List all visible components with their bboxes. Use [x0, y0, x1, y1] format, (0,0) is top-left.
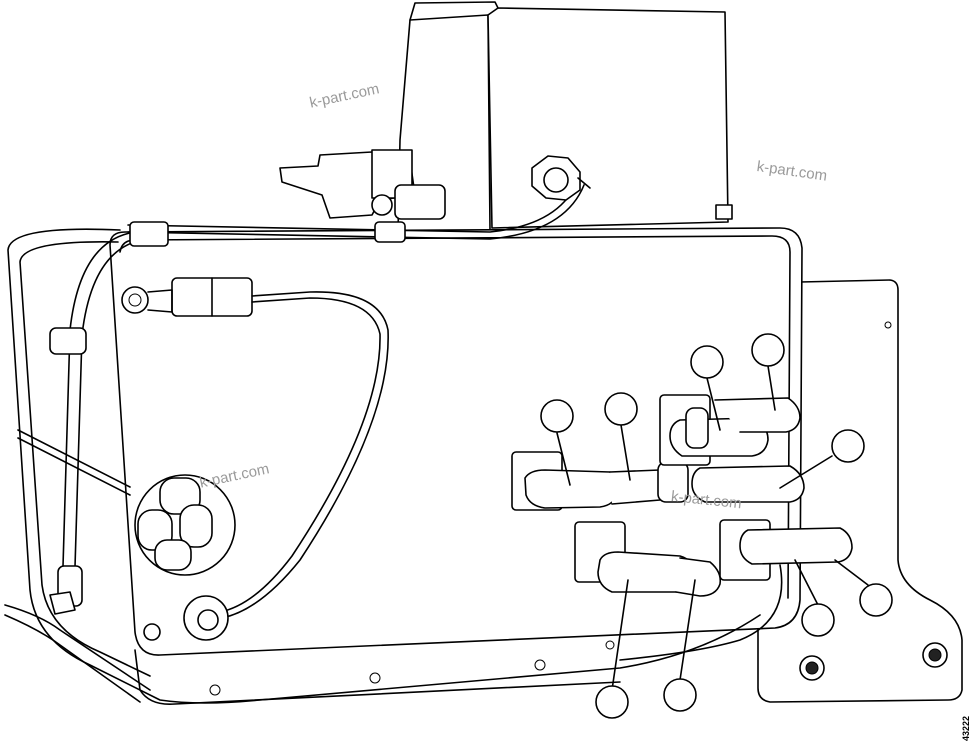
callout-circle — [540, 399, 574, 433]
base-hole-2 — [369, 672, 381, 684]
valve-nut — [371, 194, 393, 216]
bracket-bolt-right-center — [928, 648, 942, 662]
bracket-hole — [884, 321, 892, 329]
hose-e — [739, 527, 853, 565]
reservoir-right-box — [487, 7, 729, 229]
bracket-bolt-left-center — [805, 661, 819, 675]
pump-fitting-4 — [154, 539, 192, 571]
callout-circle — [831, 429, 865, 463]
tube-clamp-lower-nut — [49, 591, 76, 615]
main-plate — [109, 227, 803, 656]
base-hole-4 — [605, 640, 615, 650]
hydraulic-unit-diagram — [4, 1, 963, 719]
ground-stud-lug — [147, 289, 173, 313]
callout-circle — [751, 333, 785, 367]
left-frame — [7, 228, 761, 704]
callout-circle — [690, 345, 724, 379]
mounting-bracket — [757, 279, 963, 703]
callout-circle — [663, 678, 697, 712]
connector-cable — [221, 291, 389, 619]
tube-clamp-upper — [49, 327, 87, 355]
hand-knob-center — [543, 167, 569, 193]
base-hole-1 — [209, 684, 221, 696]
callout-circle — [801, 603, 835, 637]
reservoir-cap — [715, 204, 733, 220]
hose-a — [524, 469, 620, 509]
hand-knob-stem — [577, 177, 591, 189]
hose-e-down — [619, 564, 783, 661]
hose-b-upper — [714, 397, 801, 433]
valve-fitting — [394, 184, 446, 220]
ground-stud-nut — [121, 286, 149, 314]
diagonal-rod — [17, 429, 131, 488]
reservoir-top-lip — [409, 1, 499, 21]
cable-clip-left — [129, 221, 169, 247]
ground-stud-nut-inner — [128, 293, 142, 307]
base-rail-2 — [4, 604, 151, 691]
connector-cable-2 — [219, 297, 381, 613]
callout-leaders — [556, 365, 869, 691]
diagonal-rod-2 — [17, 437, 131, 496]
left-vertical-tube — [61, 231, 136, 601]
callout-circle — [595, 685, 629, 719]
grommet-inner — [197, 609, 219, 631]
hose-d-ext — [675, 557, 722, 597]
base-rail — [134, 649, 621, 706]
main-plate-inner-edge — [119, 235, 791, 599]
base-rail-3 — [4, 614, 141, 703]
hose-c — [691, 465, 805, 503]
callout-circle — [604, 392, 638, 426]
top-cable-2 — [127, 184, 585, 240]
base-nut — [143, 623, 161, 641]
base-hole-3 — [534, 659, 546, 671]
left-frame-inner — [19, 241, 151, 677]
fitting-nut-b — [685, 407, 709, 449]
callout-circle — [859, 583, 893, 617]
pump-fitting-3 — [179, 504, 213, 548]
cable-clip-mid — [374, 221, 406, 243]
